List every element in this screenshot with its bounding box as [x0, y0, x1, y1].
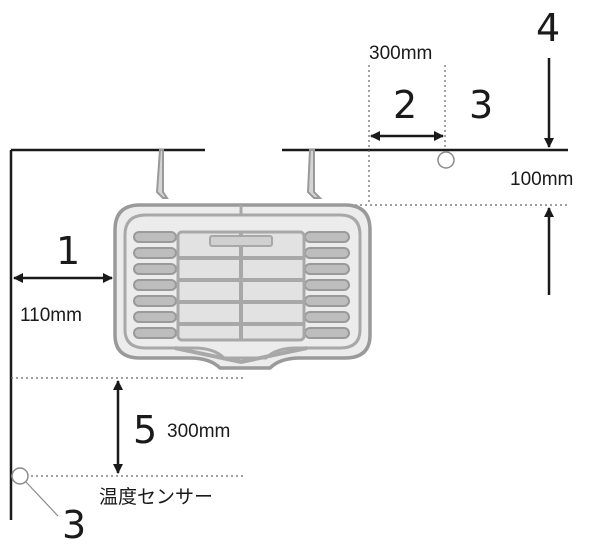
sensor-leader-line — [25, 481, 59, 517]
callout-5: 5 — [133, 408, 158, 452]
center-grille — [176, 230, 306, 342]
heater-unit — [113, 149, 372, 370]
reference-lines — [11, 65, 568, 477]
wall-and-ceiling — [9, 148, 568, 520]
callout-3-ceiling-sensor: 3 — [469, 83, 494, 127]
wall-sensor-icon — [11, 467, 29, 485]
label-300mm-bottom: 300mm — [167, 421, 231, 442]
label-100mm: 100mm — [510, 169, 574, 190]
callout-3-wall-sensor: 3 — [62, 503, 87, 547]
label-temperature-sensor: 温度センサー — [99, 486, 214, 508]
label-300mm-top: 300mm — [369, 43, 433, 64]
left-bracket — [155, 149, 169, 199]
right-bracket — [306, 149, 323, 199]
callout-1: 1 — [56, 229, 81, 273]
right-fins — [304, 231, 350, 339]
label-110mm: 110mm — [20, 305, 82, 326]
callout-2: 2 — [393, 83, 418, 127]
left-fins — [133, 231, 177, 339]
ceiling-sensor-icon — [437, 151, 455, 169]
callout-4: 4 — [536, 6, 561, 50]
dimension-arrows — [13, 58, 554, 474]
bottom-trim — [174, 346, 308, 365]
